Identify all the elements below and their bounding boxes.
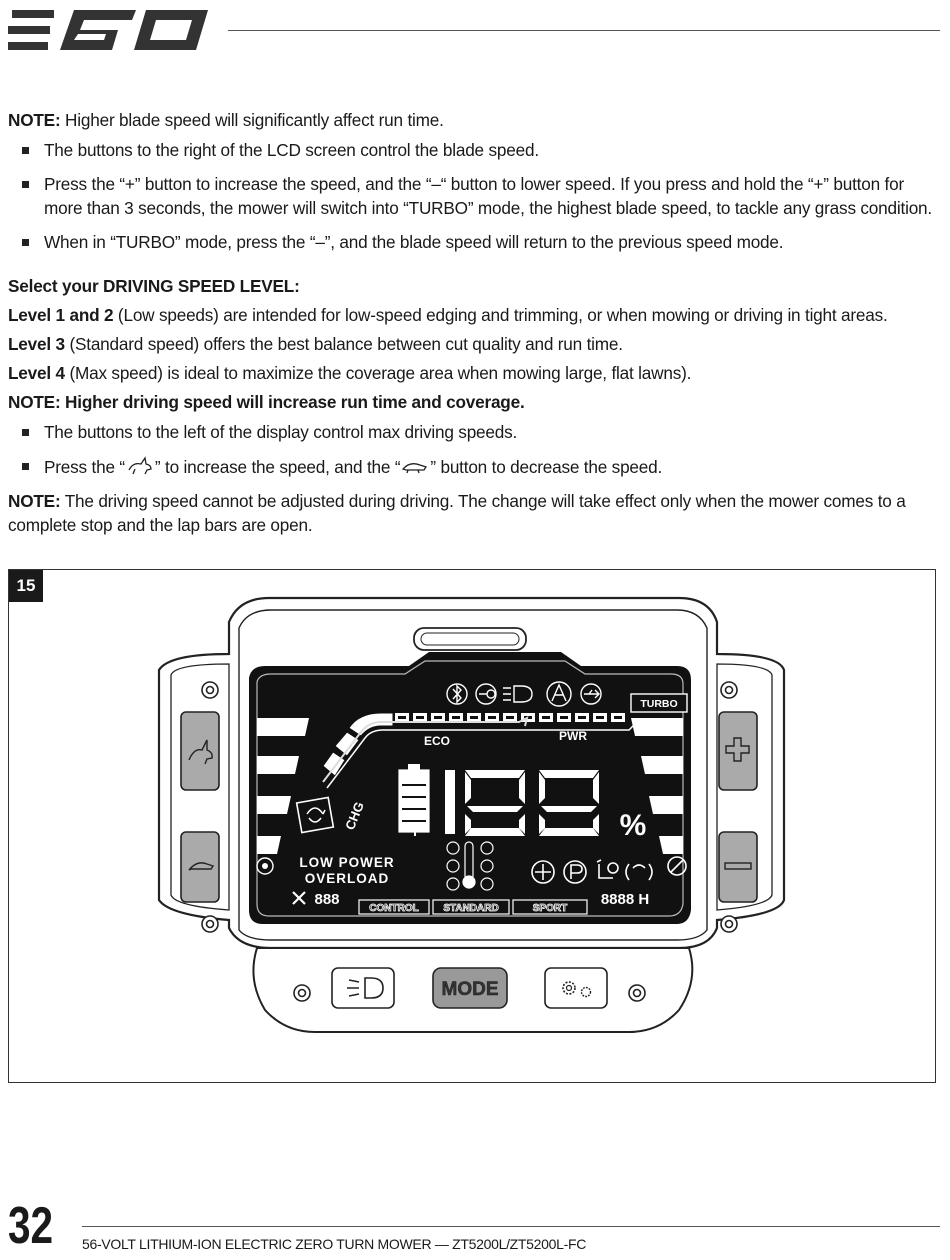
parking-icon — [563, 860, 587, 884]
rabbit-icon — [128, 456, 152, 475]
note-blade-speed: NOTE: Higher blade speed will significan… — [8, 110, 444, 130]
auto-glyph — [551, 683, 567, 702]
brake-icon — [625, 863, 653, 881]
usb-icon — [580, 683, 602, 705]
settings-button[interactable] — [544, 967, 608, 1009]
headlight-button[interactable] — [331, 967, 395, 1009]
figure-number: 15 — [9, 570, 43, 602]
mode-tab-control — [358, 899, 430, 915]
temperature-icon — [446, 841, 494, 891]
service-icon — [292, 891, 306, 905]
eco-label: ECO — [424, 734, 450, 748]
battery-icon — [398, 769, 430, 833]
mode-button[interactable]: MODE — [432, 967, 508, 1009]
service-counter: 888 — [314, 891, 339, 908]
mode-tab-standard — [432, 899, 510, 915]
percent-sign: % — [620, 809, 647, 842]
bullet-item: The buttons to the left of the display c… — [8, 420, 938, 444]
dashboard-illustration: MODE TURBO — [157, 596, 786, 1033]
level-item: Level 4 (Max speed) is ideal to maximize… — [8, 363, 692, 383]
mode-button-label: MODE — [442, 979, 499, 1000]
key-icon — [475, 683, 497, 705]
turbo-indicator — [630, 693, 688, 713]
blocked-icon — [667, 856, 687, 876]
mode-tab-sport — [512, 899, 588, 915]
low-power-label: LOW POWER — [299, 855, 394, 870]
bluetooth-icon — [446, 683, 468, 705]
note-driving-adjust: NOTE: The driving speed cannot be adjust… — [8, 491, 906, 535]
figure-dashboard: MODE TURBO — [8, 569, 936, 1083]
key-glyph — [479, 689, 496, 699]
auto-icon — [546, 681, 572, 707]
bullet-item: Press the “” to increase the speed, and … — [8, 454, 938, 479]
footer-rule — [82, 1226, 940, 1227]
footer-text: 56-VOLT LITHIUM-ION ELECTRIC ZERO TURN M… — [82, 1236, 587, 1252]
level-item: Level 3 (Standard speed) offers the best… — [8, 334, 623, 354]
minus-button[interactable] — [718, 831, 758, 903]
usb-glyph — [584, 689, 600, 699]
plus-button[interactable] — [718, 711, 758, 791]
big-digits — [445, 770, 599, 836]
ego-logo — [8, 10, 208, 50]
bullet-item: When in “TURBO” mode, press the “–”, and… — [8, 230, 938, 254]
rabbit-button[interactable] — [180, 711, 220, 791]
hour-meter: 8888 H — [601, 891, 649, 908]
headlight-indicator-icon — [503, 685, 533, 703]
mode-tab-label: SPORT — [533, 903, 567, 914]
bullet-item: The buttons to the right of the LCD scre… — [8, 138, 938, 162]
mode-tab-label: CONTROL — [369, 903, 418, 914]
header-rule — [228, 30, 940, 31]
note-driving-speed: NOTE: Higher driving speed will increase… — [8, 392, 525, 412]
pwr-label: PWR — [559, 729, 587, 743]
manual-content: NOTE: Higher blade speed will significan… — [8, 108, 938, 537]
blade-icon — [531, 860, 555, 884]
bullet-item: Press the “+” button to increase the spe… — [8, 172, 938, 220]
turtle-icon — [402, 463, 428, 474]
mode-tab-label: STANDARD — [443, 903, 498, 914]
level-item: Level 1 and 2 (Low speeds) are intended … — [8, 305, 888, 325]
driving-speed-heading: Select your DRIVING SPEED LEVEL: — [8, 276, 300, 296]
bluetooth-glyph — [452, 684, 462, 704]
seat-icon — [596, 859, 613, 879]
overload-label: OVERLOAD — [305, 871, 390, 886]
turtle-button[interactable] — [180, 831, 220, 903]
fan-icon — [256, 857, 274, 875]
turbo-label: TURBO — [640, 698, 677, 710]
page-number: 32 — [8, 1197, 54, 1255]
